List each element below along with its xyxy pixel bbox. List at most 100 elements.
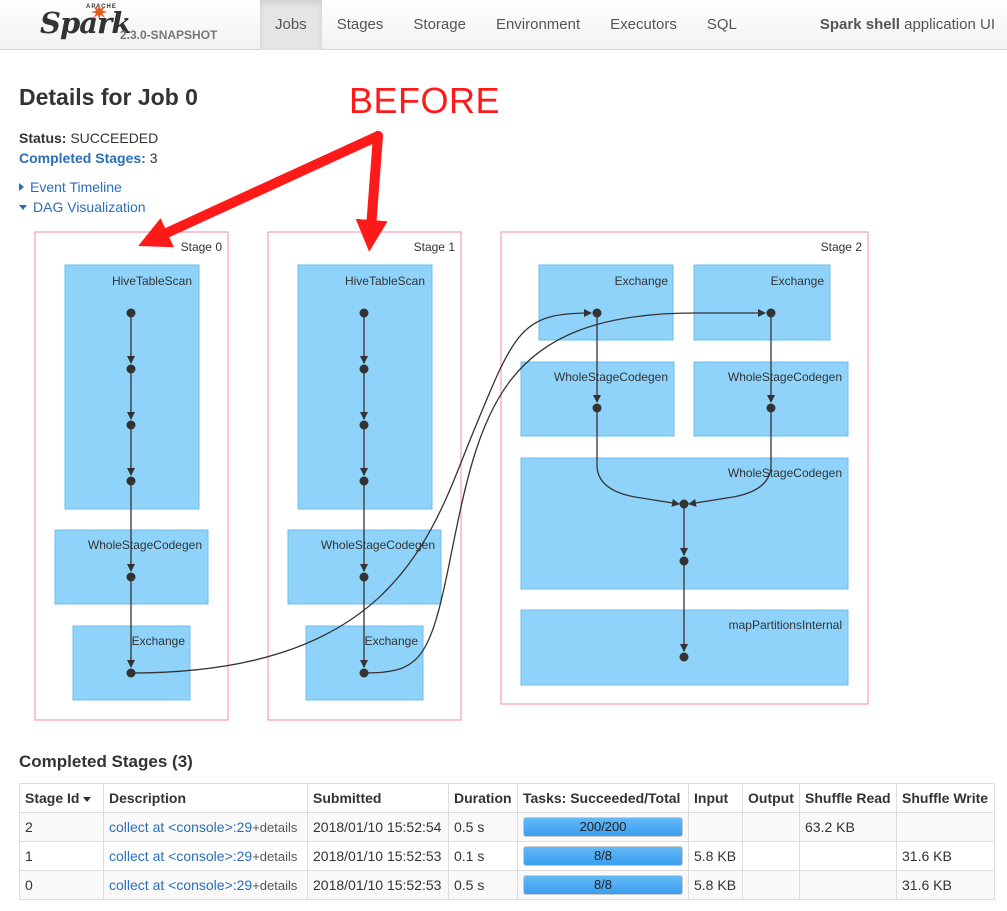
tab-stages[interactable]: Stages (336, 16, 384, 33)
tab-storage[interactable]: Storage (413, 16, 466, 33)
table-row: 0 collect at <console>:29+details 2018/0… (19, 870, 995, 900)
stage-id-cell: 0 (19, 870, 104, 900)
input-cell: 5.8 KB (688, 841, 743, 871)
stage-2-codegen-right-label: WholeStageCodegen (728, 370, 842, 384)
submitted-cell: 2018/01/10 15:52:54 (307, 812, 449, 842)
app-name-rest: application UI (899, 16, 995, 33)
output-cell (742, 870, 800, 900)
output-cell (742, 812, 800, 842)
stage-0-hivetablescan-node[interactable] (64, 264, 200, 510)
before-arrows (138, 131, 388, 252)
column-header-duration[interactable]: Duration (448, 783, 518, 813)
expand-right-icon (19, 183, 24, 191)
stage-0-hivetablescan-label: HiveTableScan (112, 274, 192, 288)
nav-tabs: Jobs Stages Storage Environment Executor… (260, 0, 752, 50)
details-toggle[interactable]: +details (252, 878, 298, 893)
description-cell: collect at <console>:29+details (103, 870, 308, 900)
page-title: Details for Job 0 (19, 84, 198, 110)
stage-2-exchange-right-label: Exchange (771, 274, 825, 288)
completed-stages-count: 3 (149, 150, 158, 166)
dag-visualization-label: DAG Visualization (33, 199, 146, 215)
before-annotation: BEFORE (349, 80, 501, 121)
tab-jobs[interactable]: Jobs (260, 0, 322, 50)
spark-star-icon: ✷ (90, 0, 109, 25)
dag-visualization: Stage 0 Stage 1 Stage 2 HiveTableScan Wh… (34, 131, 869, 721)
column-header-description[interactable]: Description (103, 783, 308, 813)
details-toggle[interactable]: +details (252, 820, 298, 835)
column-header-tasks[interactable]: Tasks: Succeeded/Total (517, 783, 689, 813)
version-label: 2.3.0-SNAPSHOT (120, 28, 218, 42)
duration-cell: 0.5 s (448, 812, 518, 842)
input-cell (688, 812, 743, 842)
logo-apache-text: APACHE (86, 4, 117, 10)
stage-2-codegen-left-label: WholeStageCodegen (554, 370, 668, 384)
shuffle-write-cell: 31.6 KB (896, 870, 995, 900)
stage-description-link[interactable]: collect at <console>:29 (109, 848, 253, 864)
tab-sql[interactable]: SQL (706, 16, 737, 33)
details-toggle[interactable]: +details (252, 849, 298, 864)
shuffle-read-cell (799, 841, 897, 871)
tasks-cell: 8/8 (517, 841, 689, 871)
stage-2-exchange-left-node[interactable] (538, 264, 674, 341)
stage-1-exchange-label: Exchange (365, 634, 419, 648)
submitted-cell: 2018/01/10 15:52:53 (307, 870, 449, 900)
column-header-output[interactable]: Output (742, 783, 800, 813)
output-cell (742, 841, 800, 871)
column-header-stage-id[interactable]: Stage Id (19, 783, 104, 813)
stage-1-codegen-label: WholeStageCodegen (321, 538, 435, 552)
completed-stages-link[interactable]: Completed Stages: (19, 150, 146, 166)
column-header-submitted[interactable]: Submitted (307, 783, 449, 813)
status-value: SUCCEEDED (70, 130, 159, 146)
stage-description-link[interactable]: collect at <console>:29 (109, 819, 253, 835)
stage-2-mappartitions-label: mapPartitionsInternal (729, 618, 842, 632)
stage-id-cell: 1 (19, 841, 104, 871)
spark-logo[interactable]: Spark APACHE ✷ 2.3.0-SNAPSHOT (38, 2, 228, 48)
stage-1-hivetablescan-node[interactable] (297, 264, 433, 510)
event-timeline-toggle[interactable]: Event Timeline (19, 177, 146, 197)
submitted-cell: 2018/01/10 15:52:53 (307, 841, 449, 871)
completed-stages-table: Stage Id Description Submitted Duration … (19, 783, 995, 900)
tab-environment[interactable]: Environment (495, 16, 581, 33)
tasks-cell: 8/8 (517, 870, 689, 900)
table-header-row: Stage Id Description Submitted Duration … (19, 783, 995, 813)
stage-description-link[interactable]: collect at <console>:29 (109, 877, 253, 893)
column-header-shuffle-write[interactable]: Shuffle Write (896, 783, 995, 813)
logo-text: Spark (40, 6, 131, 40)
stage-1-label: Stage 1 (414, 240, 456, 254)
top-navbar: Spark APACHE ✷ 2.3.0-SNAPSHOT Jobs Stage… (0, 0, 1007, 50)
job-summary: Status: SUCCEEDED Completed Stages: 3 (19, 128, 158, 168)
app-name-bold: Spark shell (819, 16, 900, 33)
event-timeline-label: Event Timeline (30, 179, 122, 195)
description-cell: collect at <console>:29+details (103, 841, 308, 871)
table-row: 1 collect at <console>:29+details 2018/0… (19, 841, 995, 871)
description-cell: collect at <console>:29+details (103, 812, 308, 842)
tab-executors[interactable]: Executors (610, 16, 677, 33)
column-header-input[interactable]: Input (688, 783, 743, 813)
shuffle-write-cell (896, 812, 995, 842)
stage-0-codegen-label: WholeStageCodegen (88, 538, 202, 552)
column-header-shuffle-read[interactable]: Shuffle Read (799, 783, 897, 813)
stage-0-exchange-label: Exchange (132, 634, 186, 648)
tasks-progress-bar: 200/200 (523, 817, 683, 837)
tasks-progress-bar: 8/8 (523, 846, 683, 866)
shuffle-write-cell: 31.6 KB (896, 841, 995, 871)
shuffle-read-cell: 63.2 KB (799, 812, 897, 842)
duration-cell: 0.1 s (448, 841, 518, 871)
stage-2-codegen-merge-label: WholeStageCodegen (728, 466, 842, 480)
shuffle-read-cell (799, 870, 897, 900)
tasks-progress-bar: 8/8 (523, 875, 683, 895)
duration-cell: 0.5 s (448, 870, 518, 900)
stage-2-exchange-right-node[interactable] (693, 264, 831, 341)
completed-stages-heading: Completed Stages (3) (19, 752, 193, 771)
dag-visualization-toggle[interactable]: DAG Visualization (19, 197, 146, 217)
table-row: 2 collect at <console>:29+details 2018/0… (19, 812, 995, 842)
visualization-toggles: Event Timeline DAG Visualization (19, 177, 146, 217)
status-label: Status: (19, 130, 67, 146)
input-cell: 5.8 KB (688, 870, 743, 900)
stage-1-hivetablescan-label: HiveTableScan (345, 274, 425, 288)
stage-2-exchange-left-label: Exchange (615, 274, 669, 288)
expand-down-icon (19, 204, 27, 210)
tasks-cell: 200/200 (517, 812, 689, 842)
stage-id-cell: 2 (19, 812, 104, 842)
app-name: Spark shell application UI (820, 0, 995, 50)
